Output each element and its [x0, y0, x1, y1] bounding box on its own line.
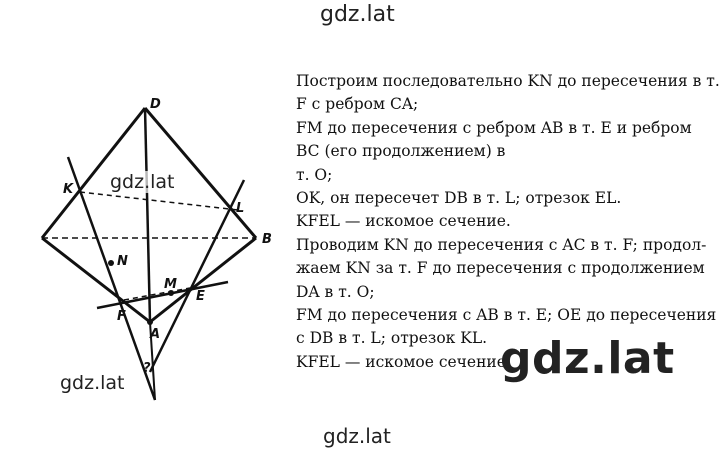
point-M	[168, 290, 174, 296]
solution-line: KFEL — искомое сечение.	[296, 212, 511, 231]
watermark-figure-1: gdz.lat	[110, 171, 175, 193]
solution-line: BC (его продолжением) в	[296, 142, 506, 161]
line-FE-hidden	[123, 287, 191, 301]
watermark-figure-2: gdz.lat	[60, 372, 125, 394]
label-N: N	[117, 254, 128, 269]
line-OL	[148, 179, 246, 373]
pyramid-figure: D K L B N M E F A ?	[40, 97, 272, 401]
watermark-top: gdz.lat	[320, 2, 395, 27]
line-KN-extended	[66, 156, 157, 401]
watermark-bottom: gdz.lat	[323, 424, 391, 448]
solution-line: OK, он пересечет DB в т. L; отрезок EL.	[296, 189, 622, 208]
solution-line: FM до пересечения с ребром AB в т. E и р…	[296, 118, 692, 137]
label-O: ?	[143, 361, 151, 376]
solution-text: Построим последовательно KN до пересечен…	[296, 70, 720, 374]
edge-DB	[143, 107, 258, 239]
edge-CA	[41, 236, 151, 324]
label-M: M	[164, 277, 177, 292]
label-E: E	[196, 289, 205, 304]
solution-line: с DB в т. L; отрезок KL.	[296, 329, 488, 348]
label-B: B	[262, 232, 272, 247]
line-DA-extension	[149, 321, 156, 401]
solution-line: т. O;	[296, 165, 333, 184]
solution-line: KFEL — искомое сечение	[296, 352, 506, 371]
label-K: K	[63, 182, 74, 197]
solution-line: F с ребром CA;	[296, 95, 419, 114]
point-N	[108, 260, 114, 266]
line-KL-hidden	[79, 191, 239, 211]
label-D: D	[150, 97, 161, 112]
edge-DA	[143, 107, 152, 323]
solution-line: DA в т. O;	[296, 282, 375, 301]
solution-line: FM до пересечения с AB в т. E; OE до пер…	[296, 306, 717, 325]
solution-line: Построим последовательно KN до пересечен…	[296, 72, 720, 90]
watermark-large: gdz.lat	[500, 333, 675, 384]
line-FM-extended	[96, 280, 229, 310]
label-L: L	[236, 201, 244, 216]
point-A	[147, 319, 153, 325]
edge-AB	[149, 236, 257, 324]
edge-DC	[40, 107, 147, 239]
label-A: A	[149, 327, 160, 342]
label-F: F	[117, 309, 126, 324]
solution-line: Проводим KN до пересечения с AC в т. F; …	[296, 235, 707, 254]
solution-line: жаем KN за т. F до пересечения с продолж…	[296, 259, 705, 278]
